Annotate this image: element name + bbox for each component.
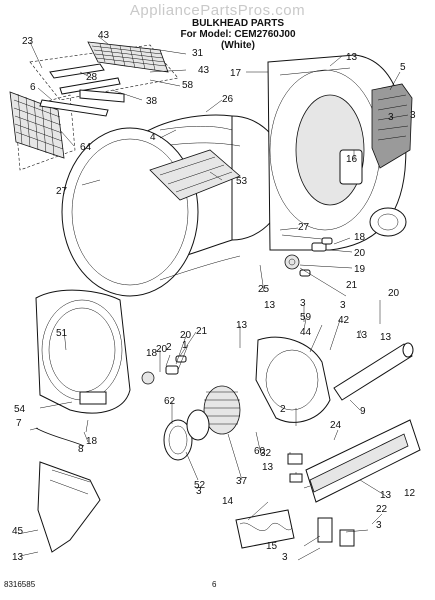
- part-number-label: 7: [16, 418, 22, 429]
- part-number-label: 13: [12, 552, 24, 563]
- part-number-label: 3: [388, 112, 394, 123]
- part-number-label: 13: [262, 462, 274, 473]
- part-number-label: 43: [198, 65, 210, 76]
- part-number-label: 43: [98, 30, 110, 41]
- watermark-text: AppliancePartsPros.com: [129, 2, 306, 19]
- part-number-label: 21: [196, 326, 208, 337]
- document-code: 8316585: [4, 580, 36, 589]
- part-number-label: 5: [400, 62, 406, 73]
- seal-rings: [163, 409, 210, 461]
- part-number-label: 2: [166, 342, 172, 353]
- part-number-label: 37: [236, 476, 248, 487]
- part-number-label: 17: [230, 68, 242, 79]
- part-number-label: 19: [354, 264, 366, 275]
- part-number-label: 14: [222, 496, 234, 507]
- part-number-label: 38: [146, 96, 158, 107]
- part-number-label: 58: [182, 80, 194, 91]
- blower-housing: [255, 336, 331, 423]
- part-number-label: 3: [300, 298, 306, 309]
- part-number-label: 18: [146, 348, 158, 359]
- terminal-block: [287, 453, 303, 483]
- part-number-label: 64: [80, 142, 92, 153]
- part-number-label: 45: [12, 526, 24, 537]
- part-number-label: 27: [298, 222, 310, 233]
- part-number-label: 21: [346, 280, 358, 291]
- lint-duct-rails: [39, 63, 125, 117]
- leader-lines: [17, 35, 401, 561]
- part-number-label: 3: [340, 300, 346, 311]
- part-number-label: 60: [254, 446, 266, 457]
- title-line-1: BULKHEAD PARTS: [191, 18, 285, 29]
- part-number-label: 42: [338, 315, 350, 326]
- part-number-label: 1: [182, 340, 188, 351]
- title-line-2: For Model: CEM2760J00: [180, 29, 296, 40]
- part-number-label: 20: [156, 344, 168, 355]
- title-line-3: (White): [221, 40, 255, 51]
- part-number-label: 16: [346, 154, 358, 165]
- dryer-drum: [61, 114, 288, 297]
- part-number-label: 32: [260, 448, 272, 459]
- part-number-label: 20: [388, 288, 400, 299]
- exhaust-outlet: [369, 207, 407, 237]
- part-number-label: 6: [30, 82, 36, 93]
- part-number-label: 13: [236, 320, 248, 331]
- lint-screen-grille: [87, 41, 169, 73]
- heating-element: [235, 509, 295, 549]
- part-number-label: 9: [360, 406, 366, 417]
- part-number-label: 20: [180, 330, 192, 341]
- part-number-label: 28: [86, 72, 98, 83]
- part-number-label: 51: [56, 328, 68, 339]
- part-number-label: 31: [192, 48, 204, 59]
- page-number: 6: [212, 580, 217, 589]
- part-number-label: 2: [280, 404, 286, 415]
- part-number-label: 15: [266, 541, 278, 552]
- part-number-label: 53: [236, 176, 248, 187]
- door-seal: [35, 427, 85, 447]
- part-number-label: 25: [258, 284, 270, 295]
- idler-assembly: [141, 355, 187, 385]
- part-number-label: 26: [222, 94, 234, 105]
- rear-bulkhead: [267, 54, 407, 251]
- front-bulkhead: [35, 289, 131, 414]
- part-number-label: 23: [22, 36, 34, 47]
- part-number-label: 62: [164, 396, 176, 407]
- part-number-label: 27: [56, 186, 68, 197]
- part-number-label: 8: [78, 444, 84, 455]
- part-number-label: 3: [282, 552, 288, 563]
- thermostat-parts: [284, 237, 333, 277]
- diagram-title: BULKHEAD PARTS For Model: CEM2760J00 (Wh…: [168, 18, 308, 51]
- part-number-label: 4: [150, 132, 156, 143]
- part-number-label: 3: [410, 110, 416, 121]
- part-number-label: 59: [300, 312, 312, 323]
- part-number-label: 12: [404, 488, 416, 499]
- part-number-label: 22: [376, 504, 388, 515]
- part-number-label: 18: [86, 436, 98, 447]
- part-number-labels: 23 43 31 43 58 38 28 6 64 26 4 53 27 27 …: [12, 30, 416, 563]
- part-number-label: 54: [14, 404, 26, 415]
- part-number-label: 13: [264, 300, 276, 311]
- part-number-label: 13: [380, 332, 392, 343]
- heater-bracket: [317, 517, 355, 547]
- exhaust-duct: [333, 342, 414, 401]
- part-number-label: 3: [196, 486, 202, 497]
- part-number-label: 13: [380, 490, 392, 501]
- lint-duct: [37, 461, 101, 553]
- part-number-label: 44: [300, 327, 312, 338]
- part-number-label: 20: [354, 248, 366, 259]
- blower-wheel: [203, 385, 241, 435]
- rear-heater-cover: [371, 83, 413, 169]
- part-number-label: 52: [194, 480, 206, 491]
- part-number-label: 18: [354, 232, 366, 243]
- part-number-label: 13: [356, 330, 368, 341]
- part-number-label: 13: [346, 52, 358, 63]
- part-number-label: 3: [376, 520, 382, 531]
- heater-housing: [305, 419, 421, 503]
- part-number-label: 24: [330, 420, 342, 431]
